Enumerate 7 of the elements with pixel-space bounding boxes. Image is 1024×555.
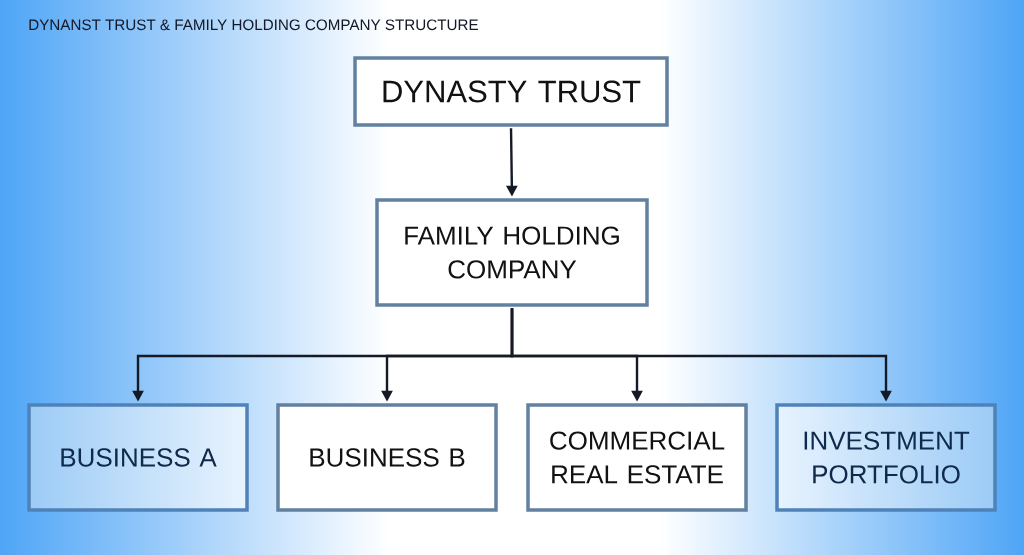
- org-box: DYNASTY TRUST: [353, 56, 669, 127]
- org-box: FAMILY HOLDING COMPANY: [375, 198, 649, 307]
- title: DYNANST TRUST & FAMILY HOLDING COMPANY STRUCTURE: [29, 19, 478, 31]
- org-box: INVESTMENT PORTFOLIO: [775, 403, 997, 512]
- org-box: BUSINESS B: [276, 403, 498, 512]
- org-box: COMMERCIAL REAL ESTATE: [526, 403, 748, 512]
- org-box: BUSINESS A: [27, 403, 249, 512]
